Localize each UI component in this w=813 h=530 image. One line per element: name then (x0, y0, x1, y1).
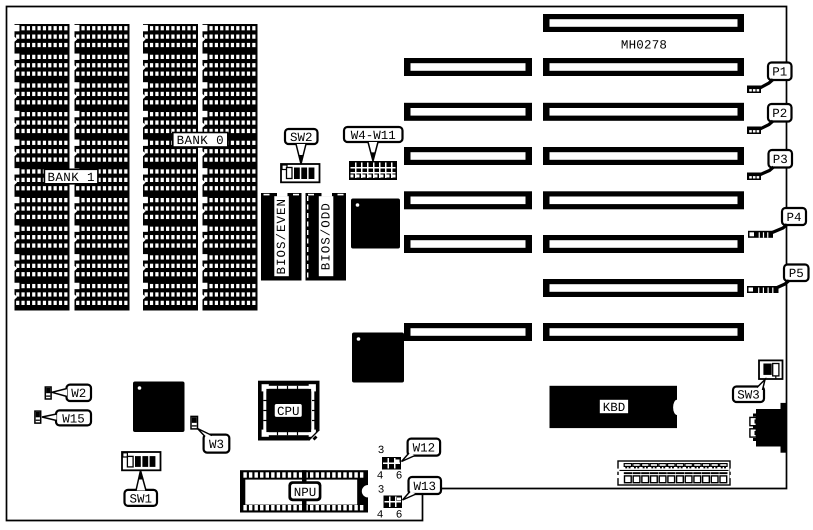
svg-text:6: 6 (396, 510, 403, 522)
svg-text:6: 6 (396, 471, 403, 483)
svg-text:P1: P1 (772, 66, 787, 80)
svg-text:MH0278: MH0278 (621, 39, 667, 53)
svg-text:P3: P3 (773, 153, 788, 167)
svg-text:CPU: CPU (277, 405, 300, 419)
svg-text:BIOS/ODD: BIOS/ODD (320, 202, 334, 270)
svg-text:BIOS/EVEN: BIOS/EVEN (275, 198, 289, 275)
svg-text:W13: W13 (413, 480, 436, 494)
svg-text:SW1: SW1 (129, 492, 152, 506)
svg-text:SW2: SW2 (290, 131, 313, 145)
svg-text:SW3: SW3 (737, 389, 760, 403)
svg-text:4: 4 (377, 510, 384, 522)
svg-text:W12: W12 (413, 442, 436, 456)
svg-text:P4: P4 (786, 211, 801, 225)
svg-text:4: 4 (377, 471, 384, 483)
svg-text:P5: P5 (789, 267, 804, 281)
svg-text:3: 3 (378, 485, 385, 497)
svg-text:KBD: KBD (603, 401, 626, 415)
svg-text:BANK 0: BANK 0 (177, 134, 224, 148)
svg-text:BANK 1: BANK 1 (47, 171, 94, 185)
svg-text:W15: W15 (62, 412, 85, 426)
svg-text:W3: W3 (209, 438, 224, 452)
svg-text:W4-W11: W4-W11 (351, 129, 396, 143)
svg-text:3: 3 (378, 445, 385, 457)
svg-text:P2: P2 (772, 107, 787, 121)
svg-text:NPU: NPU (294, 486, 317, 500)
svg-text:W2: W2 (71, 387, 86, 401)
